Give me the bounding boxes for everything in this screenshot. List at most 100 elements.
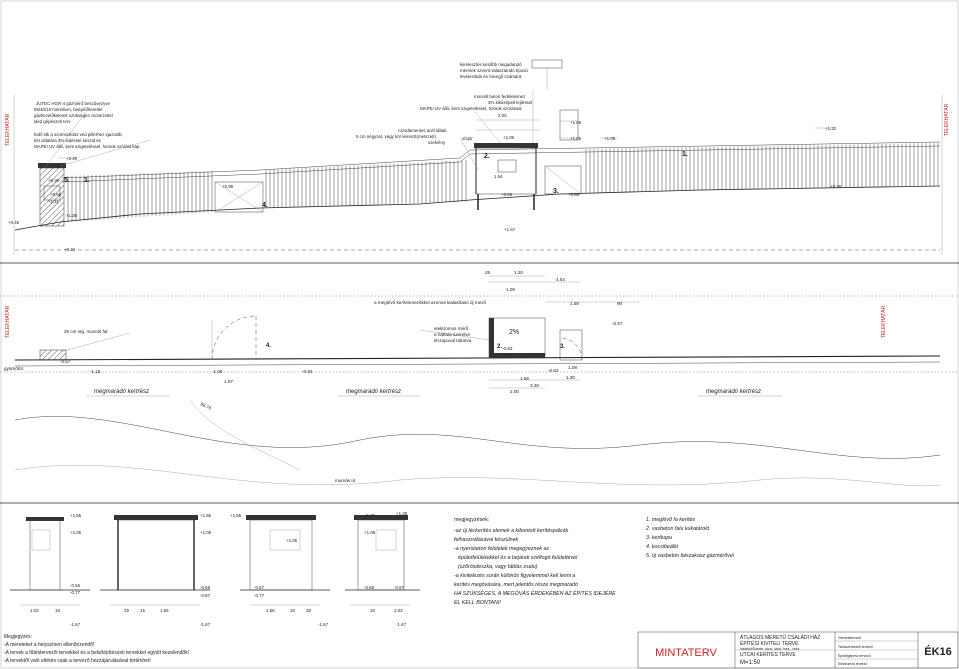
level-l5: -0.57 — [612, 321, 623, 326]
plan-slope: 2% — [509, 329, 519, 336]
s3-low1: -0.57 — [254, 585, 265, 590]
title-block: MINTATERV ÁTLAGOS MÉRETŰ CSALÁDI HÁZ ÉPÍ… — [637, 631, 959, 669]
s4-w2: 1.03 — [394, 608, 403, 613]
s1-top: +1.55 — [70, 513, 82, 518]
lawn-right-label: megmaradó kertrész — [706, 389, 761, 395]
visor-label: vízpír — [462, 136, 473, 141]
elev-label-e15: +1.11 — [48, 199, 59, 204]
elev-label-e19: 2.00 — [498, 113, 507, 118]
title-role-1: Generáltervező — [838, 636, 861, 640]
dim-d8: 1.56 — [520, 376, 529, 381]
marker-2: 2. — [484, 153, 490, 160]
title-project-2: ÉPÍTÉSI KIVITELI TERVE — [740, 640, 799, 647]
lawn-left-label: megmaradó kertrész — [94, 389, 149, 395]
marker-3: 3. — [553, 188, 559, 195]
s1-low1: -0.55 — [70, 583, 81, 588]
title-role-2: Tartószerkezeti tervező — [838, 645, 873, 649]
cap-note-line-3: MAPEI UV álló, kent szigeteléssel, homok… — [34, 144, 140, 149]
s4-bot: -1.67 — [396, 622, 407, 627]
bottom-note-heading: Megjegyzés: — [4, 634, 32, 640]
legend-item-5: 5. új vasbeton falszakasz gázmérővel — [646, 553, 735, 559]
s3-mid: +1.05 — [286, 538, 298, 543]
boundary-label-right-plan: TELEKHATÁR — [880, 305, 887, 338]
level-l1: -1.15 — [90, 369, 101, 374]
elev-label-e12b: +0.65 — [568, 192, 580, 197]
marker-4: 4. — [262, 202, 268, 209]
cap-note-line-1: fedő slk a szomszédos véd pillérhez igaz… — [34, 132, 123, 137]
section-2 — [100, 515, 210, 606]
title-project-1: ÁTLAGOS MÉRETŰ CSALÁDI HÁZ — [740, 634, 820, 641]
s1-low2: -0.77 — [70, 590, 81, 595]
level-l7: 1.07 — [224, 379, 233, 384]
s3-w2: 15 — [290, 608, 295, 613]
s4-low2: -0.57 — [394, 585, 405, 590]
post-note-line-4: lásd gépészeti terv — [34, 119, 71, 124]
mailbox-note-line-3: levelesláda és csengő számára — [460, 74, 522, 79]
elev-label-e3: +1.05 — [503, 135, 515, 140]
s1-bot: -1.67 — [70, 622, 81, 627]
level-l2: -1.05 — [212, 369, 223, 374]
s4-low1: -0.65 — [364, 585, 375, 590]
concrete-cap-line-2: 3% kiküzépelt lejtéssel — [488, 100, 532, 105]
concrete-cap-line-1: monolit beton fedélelemez — [474, 94, 525, 99]
s3-w3: 29 — [306, 608, 311, 613]
plan-fence-note: a meglévő kerítésmezőkkel azonos kialakí… — [374, 300, 487, 305]
elev-label-e17: +0.34 — [64, 247, 76, 252]
level-l9: -0.57 — [60, 359, 71, 364]
cap-note-line-2: két oldalára 3% lejtéssel készül és — [34, 138, 102, 143]
title-drawing: UTCAI KERÍTÉS TERVE — [740, 651, 796, 658]
plan-marker-4: 4. — [266, 343, 271, 349]
notes-line-3: -a nyersbeton felületek megegyeznek az — [454, 546, 549, 552]
boundary-label-right-top: TELEKHATÁR — [943, 103, 950, 136]
boundary-label-left-top: TELEKHATÁR — [4, 113, 11, 146]
title-brand: MINTATERV — [655, 647, 717, 659]
level-l8: 1.08 — [568, 365, 577, 370]
post-note-line-1: JUTEC HGR-4 gázmérő beszűvezyve — [36, 101, 110, 106]
marker-1-right: 1. — [682, 151, 688, 158]
s4-top2: +1.38 — [396, 511, 408, 516]
bottom-note-line-3: -A tervektől való eltérés csak a tervező… — [4, 658, 151, 664]
plan-grass-label: gyümölcs — [4, 366, 24, 371]
legend-item-4: 4. kocsibeálló — [646, 544, 678, 550]
elev-label-e2: +1.55 — [570, 120, 582, 125]
legend-item-1: 1. meglévő fa kerítés — [646, 517, 696, 523]
s1-w1: 1.03 — [30, 608, 39, 613]
bottom-note-line-1: -A méreteket a helyszínen ellenőrizendő! — [4, 642, 94, 648]
s3-w1: 1.56 — [266, 608, 275, 613]
steel-posts-line-1: rozsdamentes acél lábak — [398, 128, 447, 133]
meter-note-3: lécrapuval takarva — [434, 338, 472, 343]
title-role-4: Elektromos tervező — [838, 662, 867, 666]
elev-label-e1: +2.40 — [66, 156, 78, 161]
section-3 — [240, 515, 330, 606]
marker-1-left: 1. — [84, 177, 90, 184]
plan-road-label: murvás út — [335, 478, 356, 483]
level-l3: -0.93 — [302, 369, 313, 374]
fence-elevation — [14, 59, 941, 251]
notes-line-6: -a kivitelezés során különös figyelemmel… — [454, 573, 575, 579]
plan-wall-note: 25 cm vtg. monolit fal — [64, 329, 107, 334]
s3-bot: -1.67 — [318, 622, 329, 627]
s2-low1: -0.65 — [200, 585, 211, 590]
section-1 — [10, 517, 90, 606]
marker-5: 5. — [64, 177, 70, 184]
mailbox-note-line-1: kiirelesztés később megadandó — [460, 62, 522, 67]
dim-d4: 1.09 — [506, 287, 515, 292]
elev-label-e16: +1.67 — [504, 227, 516, 232]
notes-line-9: EL KELL BONTANI! — [454, 600, 501, 606]
steel-posts-line-2: 5 cm négyzet, vagy kör kereszt(metszeti) — [356, 134, 436, 139]
steel-posts-line-3: szelvény — [428, 140, 446, 145]
title-role-3: Épületgépész tervező — [838, 653, 871, 658]
notes-line-5: (szőrösdeszka, vagy táblás zsalu) — [458, 564, 538, 570]
boundary-label-left-plan: TELEKHATÁR — [4, 305, 11, 338]
elev-label-e14: +1.30 — [66, 213, 78, 218]
elev-label-e6: +1.05 — [604, 136, 616, 141]
s4-w1: 15 — [370, 608, 375, 613]
post-note-line-2: 55/40/18 méretben, beépítőkerettel — [34, 107, 102, 112]
elev-label-e13: +0.45 — [8, 220, 20, 225]
site-plan — [0, 275, 959, 487]
elev-label-e12: +0.38 — [830, 184, 842, 189]
dim-d9: 3.38 — [530, 383, 539, 388]
elev-label-e7: +1.32 — [825, 126, 837, 131]
